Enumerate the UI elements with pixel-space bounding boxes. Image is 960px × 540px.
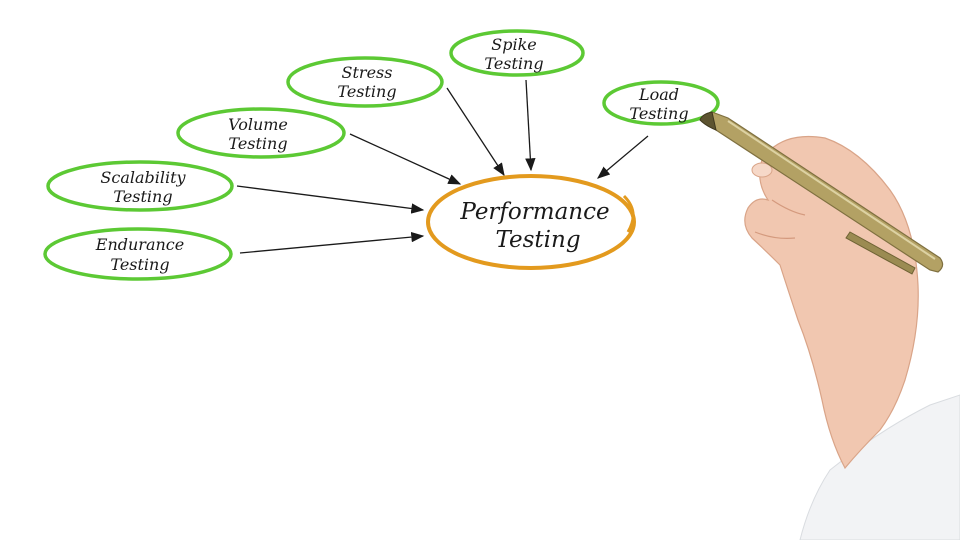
arrow-endurance <box>240 236 423 253</box>
node-spike: Spike Testing <box>451 31 583 75</box>
node-volume: Volume Testing <box>178 109 344 157</box>
center-line1: Performance <box>459 199 609 225</box>
arrow-stress <box>447 88 504 175</box>
node-spike-line1: Spike <box>491 35 536 54</box>
node-spike-line2: Testing <box>484 54 543 73</box>
node-volume-line2: Testing <box>228 134 287 153</box>
node-load-line1: Load <box>638 85 679 104</box>
center-node-performance-testing: Performance Testing <box>428 176 634 268</box>
arrow-spike <box>526 80 531 170</box>
node-endurance-line1: Endurance <box>95 235 184 254</box>
arrow-scalability <box>237 186 423 210</box>
node-endurance: Endurance Testing <box>45 229 231 279</box>
hand-with-pen-image <box>700 112 960 540</box>
node-scalability-line1: Scalability <box>100 168 186 187</box>
node-stress: Stress Testing <box>288 58 442 106</box>
node-stress-line2: Testing <box>337 82 396 101</box>
node-scalability-line2: Testing <box>113 187 172 206</box>
node-scalability: Scalability Testing <box>48 162 232 210</box>
node-stress-line1: Stress <box>342 63 393 82</box>
center-line2: Testing <box>495 227 580 253</box>
node-endurance-line2: Testing <box>110 255 169 274</box>
arrow-load <box>598 136 648 178</box>
arrows <box>237 80 648 253</box>
node-load-line2: Testing <box>629 104 688 123</box>
node-volume-line1: Volume <box>228 115 288 134</box>
arrow-volume <box>350 134 460 184</box>
